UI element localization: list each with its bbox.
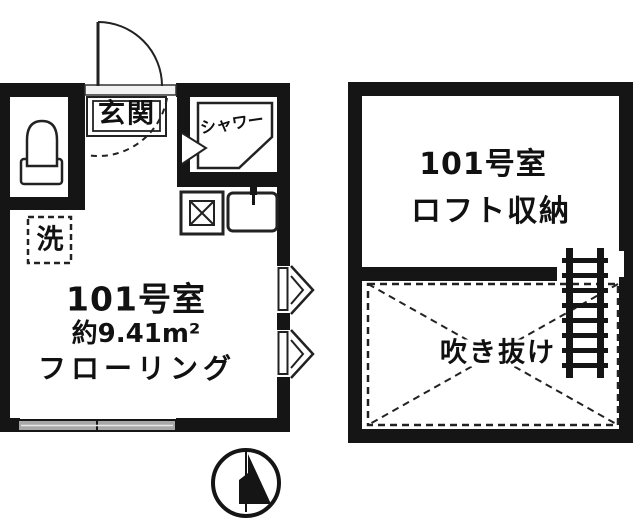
wall-bottom-right	[176, 418, 290, 432]
wall-top-right	[176, 83, 290, 97]
loft-room-number-label: 101号室	[419, 147, 547, 182]
kitchen-sink-icon	[226, 186, 279, 233]
right-window-lower-icon	[277, 329, 315, 379]
toilet-right-wall	[68, 97, 85, 197]
shower-bottom-wall	[177, 172, 290, 187]
genkan-step	[86, 96, 167, 137]
room-area-label: 約9.41m²	[71, 319, 201, 349]
door-swing-arc-icon	[85, 21, 168, 158]
flooring-label: フローリング	[37, 352, 237, 385]
wall-right-lower	[277, 377, 290, 432]
loft-wall-top	[348, 82, 633, 96]
loft-wall-left	[348, 82, 362, 443]
wall-bottom-left-stub	[0, 418, 20, 432]
loft-floor-edge-wall	[348, 267, 557, 281]
washer-space-outline	[26, 215, 73, 265]
bottom-window-icon	[17, 419, 177, 432]
loft-ladder-icon	[562, 248, 608, 378]
shower-door-marker-icon	[181, 132, 208, 165]
shower-tray-icon	[181, 101, 274, 170]
entrance-label: 玄関	[98, 98, 156, 130]
loft-wall-bottom	[348, 429, 633, 443]
wall-right-middle	[277, 313, 290, 330]
void-label: 吹き抜け	[435, 339, 561, 367]
washer-label: 洗	[36, 224, 64, 256]
wall-left	[0, 83, 10, 432]
right-window-upper-icon	[277, 265, 315, 315]
loft-wall-notch	[616, 251, 624, 277]
wall-top-left	[0, 83, 85, 97]
room-number-label: 101号室	[66, 279, 206, 319]
entrance-threshold	[84, 84, 177, 96]
compass-north-icon	[211, 448, 281, 518]
stove-burner-icon	[179, 190, 225, 236]
loft-wall-right	[619, 82, 633, 443]
toilet-bottom-wall	[0, 197, 85, 210]
void-outline	[366, 282, 620, 427]
toilet-icon	[19, 119, 64, 186]
loft-storage-label: ロフト収納	[411, 194, 571, 229]
